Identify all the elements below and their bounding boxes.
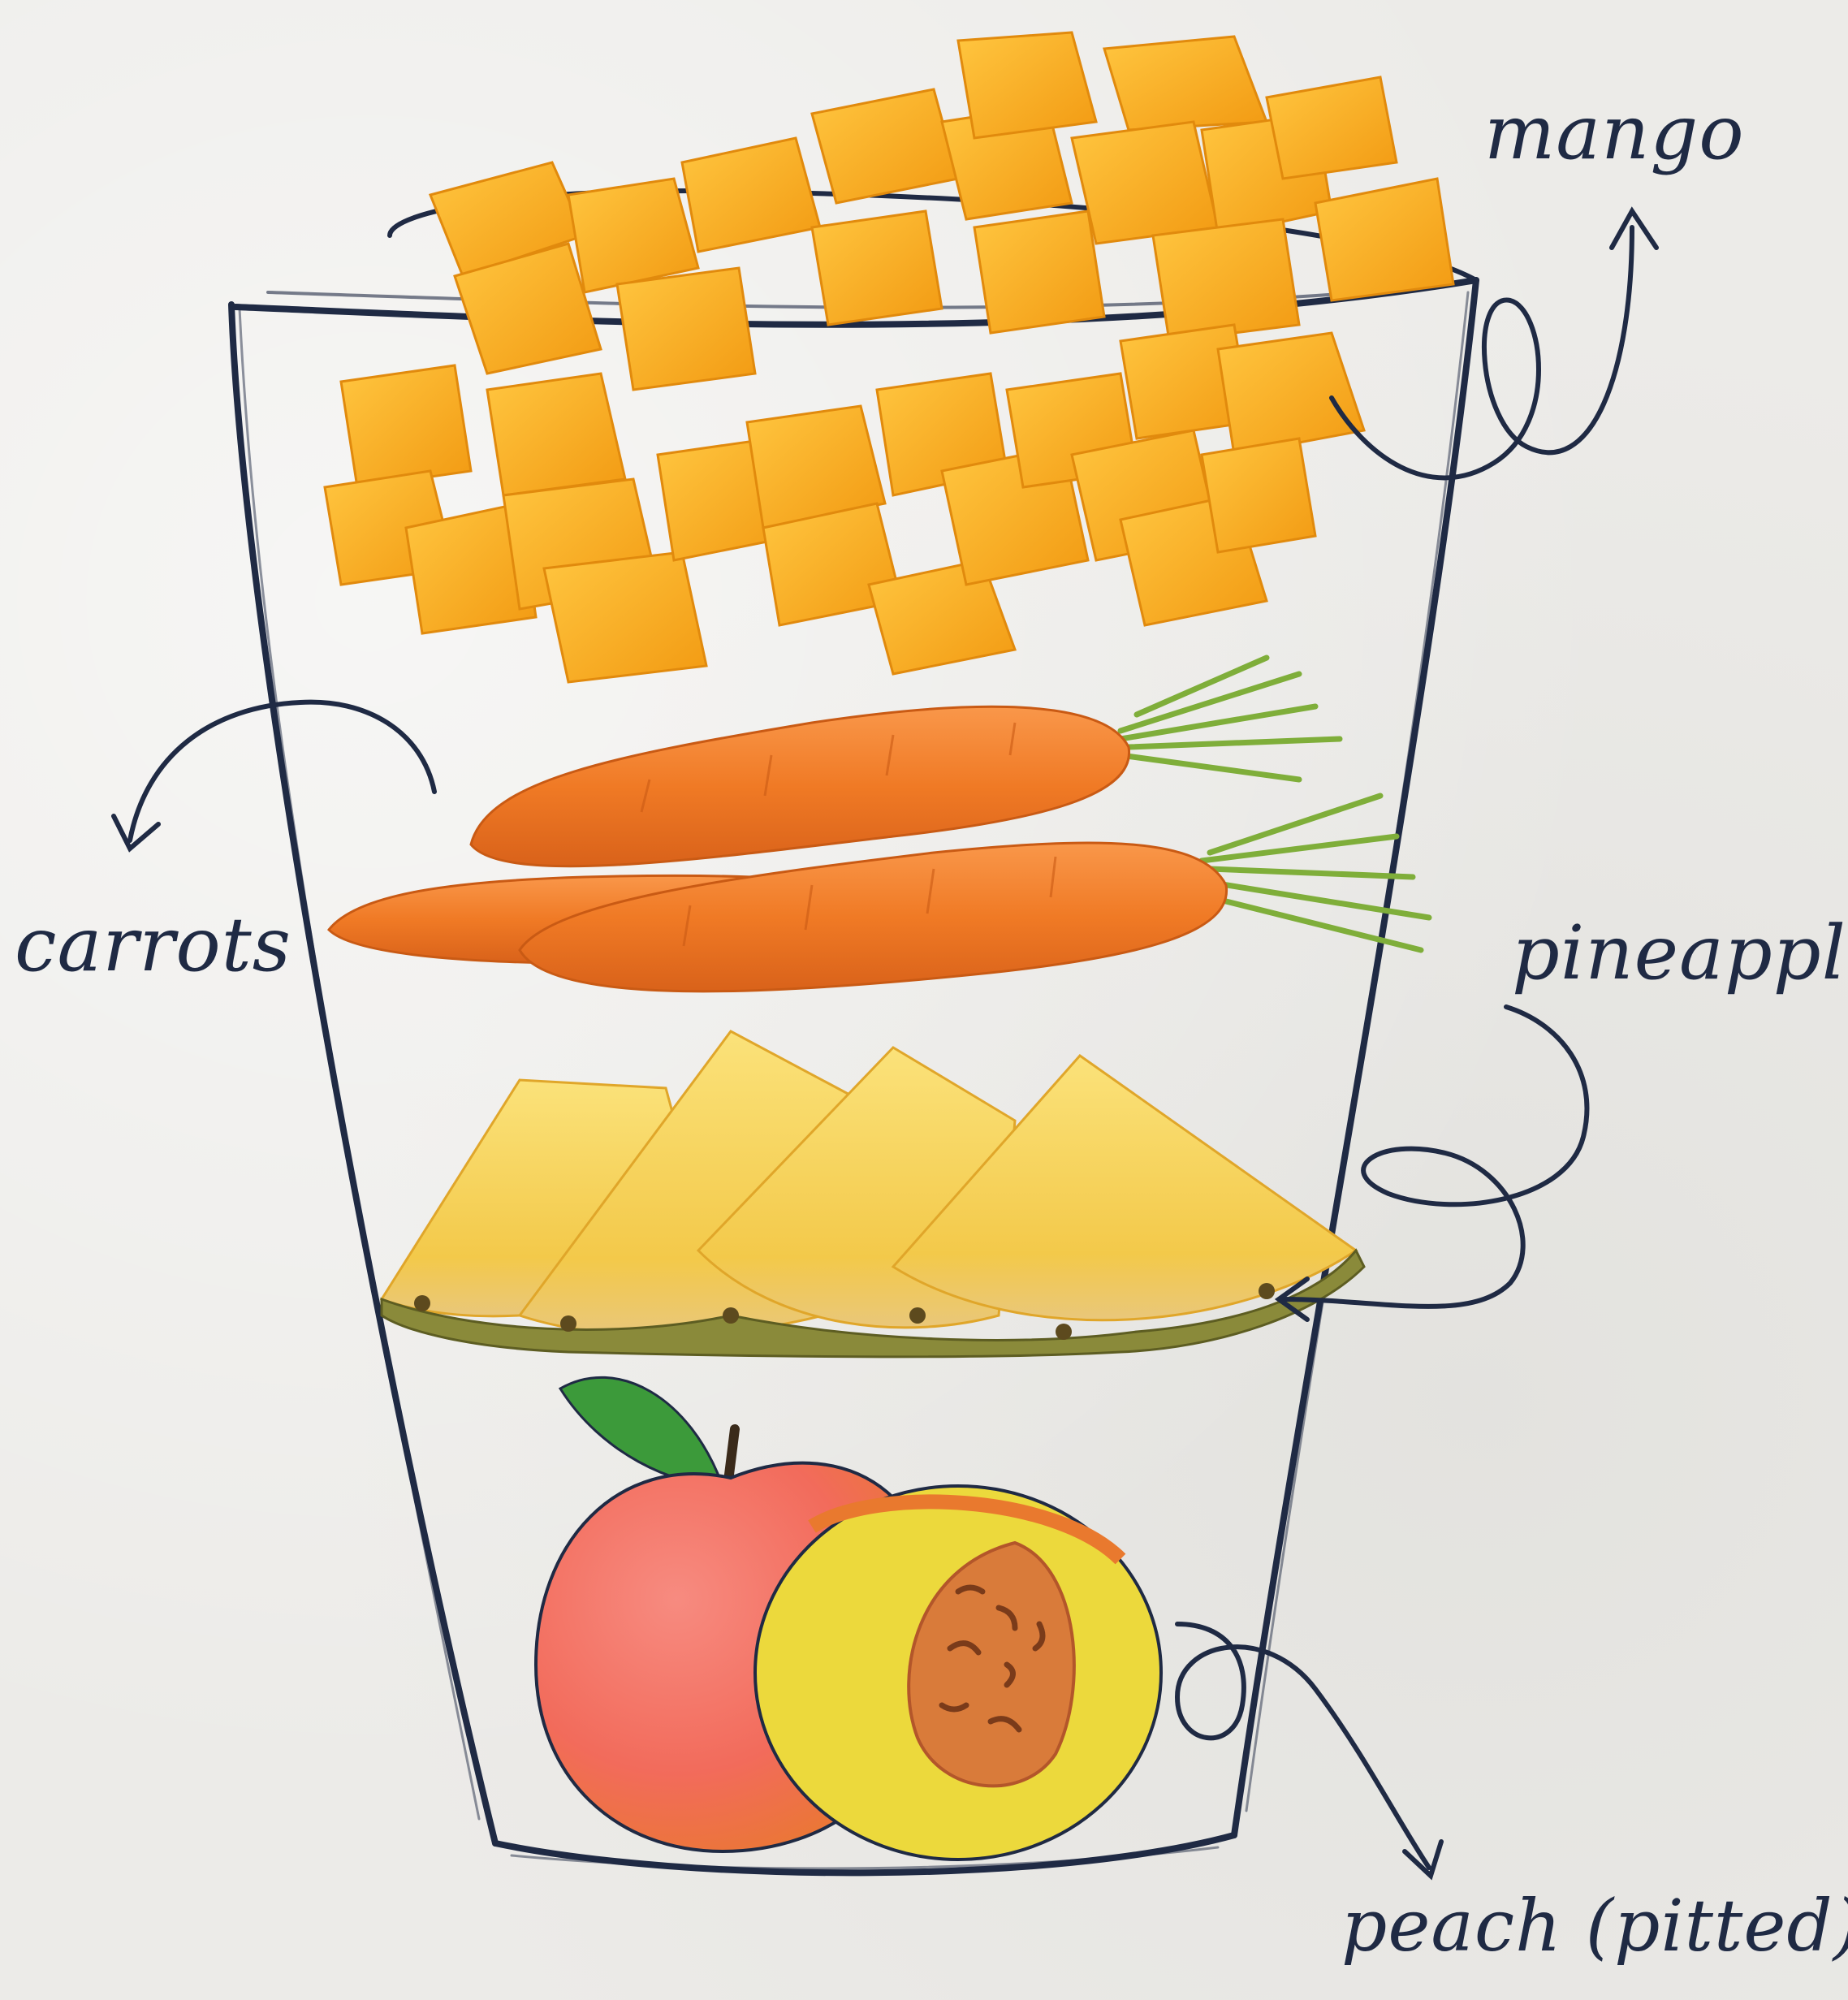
mango-cubes-icon bbox=[325, 32, 1453, 682]
carrots-label: carrots bbox=[15, 908, 291, 983]
peach-halves-icon bbox=[536, 1377, 1161, 1860]
pineapple-wedges-icon bbox=[382, 1031, 1364, 1357]
peach-label: peach (pitted) bbox=[1341, 1890, 1848, 1962]
carrots-icon bbox=[329, 658, 1429, 991]
mango-label: mango bbox=[1484, 96, 1745, 171]
pineapple-label: pineapple bbox=[1512, 916, 1848, 991]
